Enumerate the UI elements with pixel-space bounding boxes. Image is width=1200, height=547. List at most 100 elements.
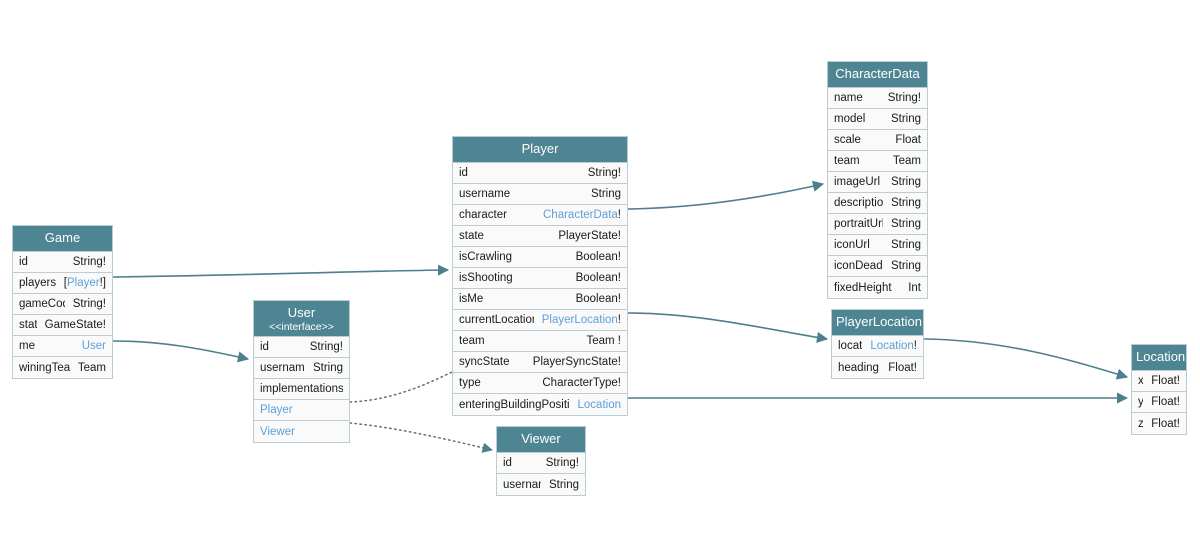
edge-player-character-to-characterdata bbox=[627, 180, 825, 210]
entity-game[interactable]: GameidString!players[Player!]gameCodeStr… bbox=[12, 225, 113, 380]
field-type: Boolean! bbox=[575, 272, 621, 285]
field-name: team bbox=[459, 335, 485, 348]
field-type-link[interactable]: Location! bbox=[870, 340, 917, 352]
edge-playerlocation-location-to-location bbox=[923, 338, 1129, 380]
implementation-row[interactable]: Viewer bbox=[254, 421, 349, 443]
field-row[interactable]: iconDeadUrlString bbox=[828, 256, 927, 278]
field-type: String! bbox=[72, 298, 106, 311]
entity-title-player: Player bbox=[453, 137, 627, 164]
field-name: id bbox=[503, 457, 512, 470]
entity-name-text: Player bbox=[521, 141, 559, 156]
field-row[interactable]: gameCode String! bbox=[13, 294, 112, 316]
field-row[interactable]: isMe Boolean! bbox=[453, 289, 627, 311]
field-type: String! bbox=[587, 167, 621, 180]
edge-game-me-to-user bbox=[112, 340, 250, 363]
type-name: CharacterData bbox=[543, 209, 618, 222]
field-type-link[interactable]: User bbox=[81, 340, 106, 353]
field-name: heading bbox=[838, 361, 879, 374]
field-type: String bbox=[890, 176, 921, 189]
entity-user[interactable]: User<<interface>>idString!usernameString… bbox=[253, 300, 350, 444]
entity-playerlocation[interactable]: PlayerLocationlocationLocation!headingFl… bbox=[831, 309, 924, 380]
field-row[interactable]: iconUrl String bbox=[828, 235, 927, 257]
field-name: state bbox=[459, 230, 484, 243]
entity-title-playerlocation: PlayerLocation bbox=[832, 310, 923, 337]
field-type-link[interactable]: CharacterData! bbox=[543, 209, 621, 221]
field-row[interactable]: syncState PlayerSyncState! bbox=[453, 352, 627, 374]
field-type: Team ! bbox=[586, 335, 621, 348]
field-name: name bbox=[834, 92, 863, 105]
field-name: players bbox=[19, 277, 56, 290]
field-name: Player bbox=[260, 404, 293, 417]
field-name: iconUrl bbox=[834, 239, 870, 252]
field-name: id bbox=[260, 341, 269, 354]
field-type: String bbox=[890, 239, 921, 252]
field-row[interactable]: descriptionString bbox=[828, 193, 927, 215]
field-name: isMe bbox=[459, 293, 484, 306]
field-type: String bbox=[890, 113, 921, 126]
field-row[interactable]: players [Player!] bbox=[13, 273, 112, 295]
field-name: implementations bbox=[260, 383, 343, 396]
field-type-link[interactable]: Location bbox=[577, 398, 621, 411]
field-row[interactable]: implementations bbox=[254, 379, 349, 401]
field-name: enteringBuildingPosition bbox=[459, 398, 570, 411]
field-name: type bbox=[459, 377, 481, 390]
entity-name-text: User bbox=[287, 305, 316, 320]
field-row[interactable]: winingTeamTeam bbox=[13, 357, 112, 379]
type-suffix: !] bbox=[99, 277, 106, 290]
field-type-link[interactable]: [Player!] bbox=[64, 277, 106, 289]
field-name: y bbox=[1138, 396, 1144, 409]
field-type: Int bbox=[908, 281, 921, 294]
field-name: username bbox=[503, 478, 541, 491]
implementation-row[interactable]: Player bbox=[254, 400, 349, 422]
field-type: PlayerSyncState! bbox=[532, 356, 621, 369]
field-row[interactable]: stateGameState! bbox=[13, 315, 112, 337]
field-type: Boolean! bbox=[575, 293, 621, 306]
entity-title-user: User<<interface>> bbox=[254, 301, 349, 338]
field-type: String bbox=[312, 362, 343, 375]
field-row[interactable]: username String bbox=[497, 474, 585, 496]
field-row[interactable]: enteringBuildingPosition Location bbox=[453, 394, 627, 416]
field-type: Float! bbox=[1151, 375, 1180, 388]
field-row[interactable]: locationLocation! bbox=[832, 336, 923, 358]
field-type-link[interactable]: PlayerLocation! bbox=[542, 314, 621, 326]
field-name: iconDeadUrl bbox=[834, 260, 883, 273]
field-type: String bbox=[548, 478, 579, 491]
field-name: gameCode bbox=[19, 298, 65, 311]
type-suffix: ! bbox=[913, 340, 917, 353]
field-row[interactable]: team Team ! bbox=[453, 331, 627, 353]
field-name: syncState bbox=[459, 356, 510, 369]
